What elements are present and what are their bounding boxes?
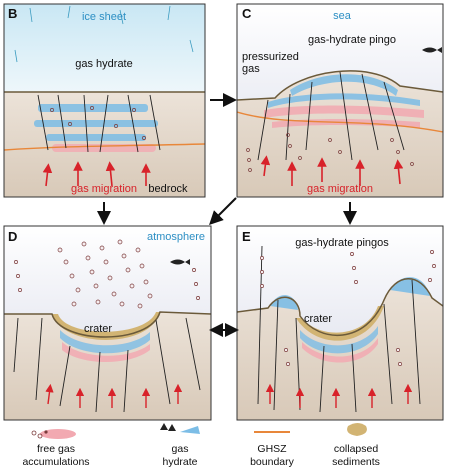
legend-collapsed-line2: sediments xyxy=(332,456,380,468)
seafloor-c xyxy=(237,70,443,101)
panel-letter-b: B xyxy=(8,6,17,21)
hydrate-bands-c xyxy=(268,74,420,108)
label-sea: sea xyxy=(333,10,352,22)
panel-d: D atmosphere crater xyxy=(4,226,211,420)
label-atmosphere: atmosphere xyxy=(147,231,205,243)
legend-ghsz: GHSZ boundary xyxy=(250,431,295,468)
label-gas-hydrate-b: gas hydrate xyxy=(75,58,132,70)
panel-letter-c: C xyxy=(242,6,252,21)
flow-arrows xyxy=(97,93,357,337)
legend-ghsz-line2: boundary xyxy=(250,456,295,468)
panel-e: E gas-hydrate pingos crater xyxy=(237,226,443,420)
migration-arrows-b xyxy=(42,161,151,187)
migration-arrows-d xyxy=(45,383,183,408)
hydrate-bands-b xyxy=(34,104,158,141)
legend-free-gas-line1: free gas xyxy=(37,443,75,455)
panel-letter-d: D xyxy=(8,229,17,244)
bubble-plume-d xyxy=(14,239,200,309)
label-gas-migration-b: gas migration xyxy=(71,183,137,195)
ground-e xyxy=(237,278,443,337)
bubbles-c xyxy=(246,133,414,172)
label-crater-e: crater xyxy=(304,313,332,325)
label-bedrock: bedrock xyxy=(148,183,188,195)
ground-d xyxy=(4,311,211,338)
label-pressurized: pressurized xyxy=(242,51,299,63)
migration-arrows-e xyxy=(265,383,413,408)
legend-gas-hydrate-line2: hydrate xyxy=(162,456,197,468)
legend-gas-hydrate: gas hydrate xyxy=(160,423,200,468)
collapsed-sediment-e xyxy=(296,306,384,341)
label-ice-sheet: ice sheet xyxy=(82,11,126,23)
migration-arrows-c xyxy=(260,155,404,186)
legend-collapsed: collapsed sediments xyxy=(332,423,380,468)
label-gas-migration-c: gas migration xyxy=(307,183,373,195)
fish-icon xyxy=(422,47,442,53)
legend-gas-hydrate-line1: gas xyxy=(172,443,189,455)
legend-free-gas-line2: accumulations xyxy=(22,456,89,468)
ghsz-c xyxy=(237,111,443,133)
label-pressurized-gas: gas xyxy=(242,63,260,75)
arrow-c-to-d xyxy=(209,197,237,225)
ghsz-b xyxy=(4,143,205,151)
fish-icon-d xyxy=(170,259,190,265)
label-gas-hydrate-pingos: gas-hydrate pingos xyxy=(295,237,389,249)
panel-b: B ice sheet gas hydrate gas migration be… xyxy=(4,4,205,197)
bubble-columns-e xyxy=(260,250,436,366)
legend-free-gas: free gas accumulations xyxy=(22,429,90,468)
bubbles-b xyxy=(50,106,146,140)
label-crater-d: crater xyxy=(84,323,112,335)
legend: free gas accumulations gas hydrate GHSZ … xyxy=(22,423,380,468)
legend-collapsed-line1: collapsed xyxy=(334,443,379,455)
legend-ghsz-line1: GHSZ xyxy=(257,443,287,455)
panel-c: C sea gas-hydrate pingo pressurized gas … xyxy=(237,4,443,197)
label-gas-hydrate-pingo: gas-hydrate pingo xyxy=(308,34,396,46)
panel-letter-e: E xyxy=(242,229,251,244)
